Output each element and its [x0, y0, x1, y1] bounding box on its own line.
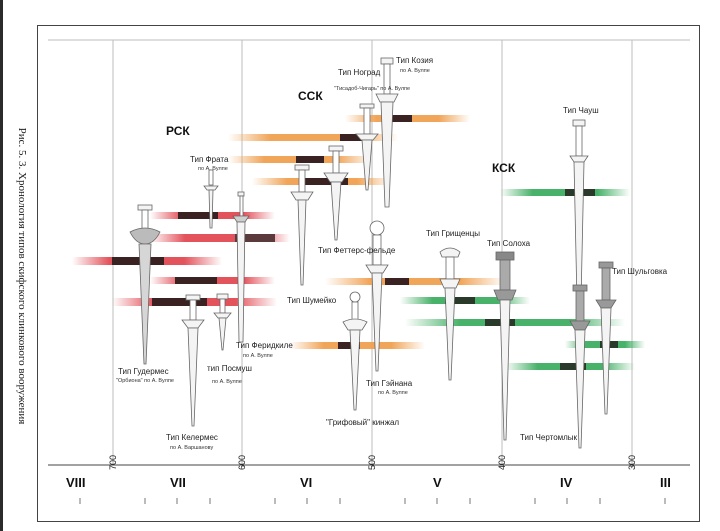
bar-feridkile-core	[235, 234, 275, 242]
type-name-chertomlyk: Тип Чертомлык	[520, 433, 578, 442]
group-label-rsk: РСК	[166, 124, 190, 138]
group-label-ssk: ССК	[298, 89, 323, 103]
bar-nograd	[228, 134, 398, 141]
type-name-shulgovka: Тип Шульговка	[612, 267, 668, 276]
century-label-vii: VII	[170, 475, 186, 490]
type-name-shumeiko: Тип Шумейко	[287, 296, 337, 305]
type-name-feridkile: Тип Феридкиле	[236, 341, 293, 350]
type-note-geyana: по А. Вулпе	[378, 390, 408, 396]
sword-frata	[203, 169, 219, 229]
year-label-300: 300	[627, 455, 637, 470]
bar-solokha-core	[485, 319, 515, 326]
sword-fetters	[323, 145, 349, 241]
sword-kelermes	[181, 294, 205, 427]
type-name-grifovyi: "Грифовый" кинжал	[326, 418, 399, 427]
sword-grifovyi	[342, 291, 368, 411]
type-name-posmush: тип Посмуш	[207, 364, 252, 373]
type-note-feridkile: по А. Вулпе	[243, 353, 273, 359]
bar-chertomlyk-core	[560, 363, 586, 370]
bar-fetters-core	[296, 156, 324, 163]
year-label-500: 500	[367, 455, 377, 470]
type-note-frata: по А. Вулпе	[198, 166, 228, 172]
sword-shulgovka	[595, 261, 617, 415]
sword-geyana	[365, 220, 389, 372]
bar-frata-core	[178, 212, 218, 219]
sword-posmush	[213, 293, 232, 351]
type-name-grishchentsy: Тип Грищенцы	[426, 229, 480, 238]
type-name-nograd: Тип Ноград	[338, 68, 381, 77]
type-note-kozia: по А. Вулпе	[400, 68, 430, 74]
sword-solokha	[493, 251, 517, 441]
sword-feridkile	[232, 191, 250, 343]
century-label-iv: IV	[560, 475, 573, 490]
sword-illustrations	[129, 57, 617, 449]
type-note-posmush: по А. Вулпе	[212, 379, 242, 385]
bar-shumeiko-core	[300, 178, 348, 185]
century-label-iii: III	[660, 475, 671, 490]
axis-ticks	[79, 498, 666, 504]
year-label-600: 600	[237, 455, 247, 470]
rsk-bars	[72, 212, 290, 306]
group-label-ksk: КСК	[492, 161, 516, 175]
type-name-kelermes: Тип Келермес	[166, 433, 218, 442]
type-note-nograd: "Тисадоб-Чигарь" по А. Вулпе	[334, 86, 410, 92]
bar-nograd-core	[340, 134, 366, 141]
type-labels: Тип Фрата по А. Вулпе Тип Гудермес "Орби…	[116, 56, 668, 451]
timeline-axis: VIII VII VI V IV III 700 600 500 400 300	[48, 455, 690, 504]
bar-geyana-core	[385, 278, 409, 285]
century-label-viii: VIII	[66, 475, 86, 490]
sword-shumeiko	[290, 164, 314, 286]
sword-chertomlyk	[569, 284, 591, 449]
century-label-vi: VI	[300, 475, 312, 490]
sword-chaush	[569, 119, 589, 303]
sword-gudermes	[129, 204, 161, 365]
century-label-v: V	[433, 475, 442, 490]
century-grid	[48, 39, 690, 465]
bar-grifovyi-core	[338, 342, 360, 349]
type-name-chaush: Тип Чауш	[563, 106, 599, 115]
bar-posmush-core	[152, 298, 207, 306]
type-name-kozia: Тип Козия	[396, 56, 433, 65]
year-label-400: 400	[497, 455, 507, 470]
sword-grishchentsy	[439, 247, 461, 381]
type-note-gudermes: "Орбиона" по А. Вулпе	[116, 378, 174, 384]
page-binding-edge	[0, 0, 3, 531]
type-name-gudermes: Тип Гудермес	[118, 367, 169, 376]
sword-kozia	[375, 57, 399, 208]
type-note-kelermes: по А. Варшанову	[170, 445, 213, 451]
type-name-fetters: Тип Феттерс-фельде	[318, 246, 396, 255]
bar-kelermes-core	[175, 277, 217, 284]
bar-grishchentsy-core	[445, 297, 475, 304]
year-label-700: 700	[108, 455, 118, 470]
type-name-geyana: Тип Гэйнана	[366, 379, 413, 388]
bar-gudermes-core	[112, 257, 164, 265]
bar-feridkile	[150, 234, 290, 242]
type-name-solokha: Тип Солоха	[487, 239, 531, 248]
sword-nograd	[355, 103, 379, 191]
type-name-frata: Тип Фрата	[190, 155, 229, 164]
bar-geyana	[325, 278, 505, 285]
bar-kozia-core	[390, 115, 412, 122]
